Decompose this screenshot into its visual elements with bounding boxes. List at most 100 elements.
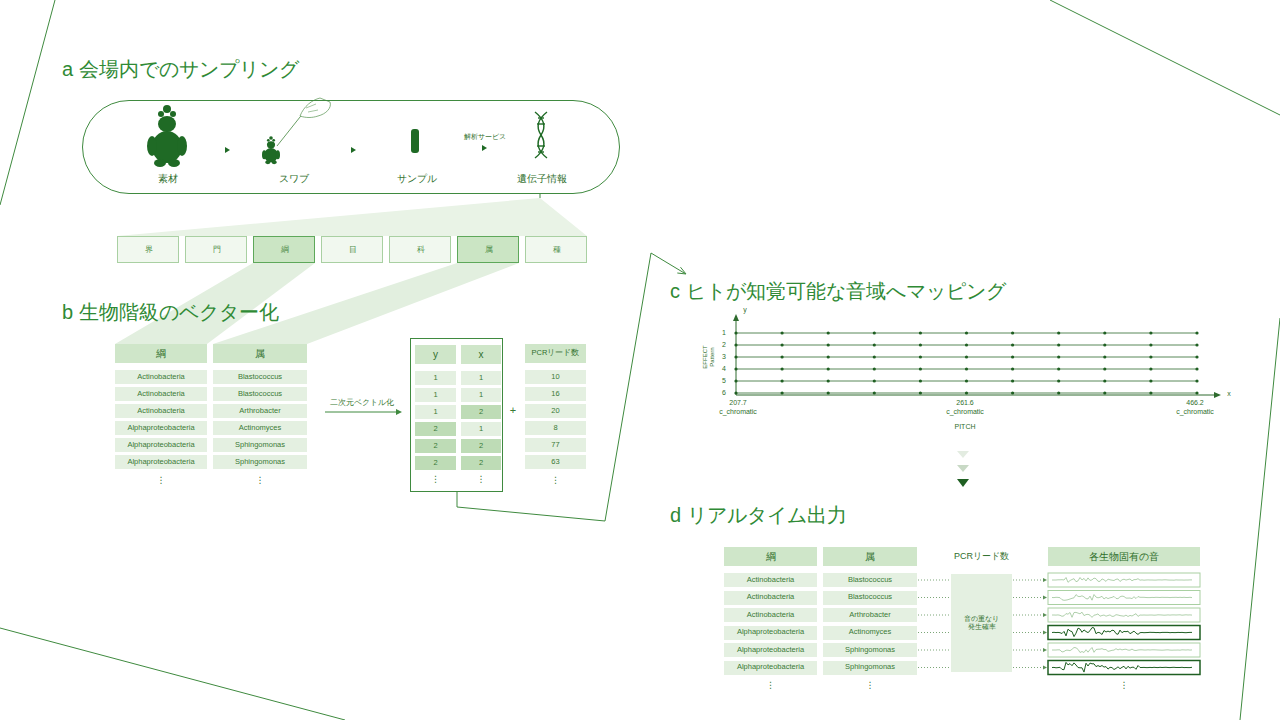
node-text: 1	[433, 374, 437, 382]
link-head	[1043, 631, 1047, 635]
ellipsis-mark: ⋮	[866, 681, 875, 691]
node-text: 素材	[158, 174, 178, 184]
table-cell: Actinomyces	[849, 628, 892, 636]
sampling-panel: 素材スワブサンプル解析サービス遺伝子情報	[82, 100, 620, 194]
table-header-slot: 属	[213, 344, 307, 363]
pitch-dot	[965, 331, 968, 334]
table-header: 綱	[156, 348, 166, 359]
material-icon	[154, 159, 166, 167]
pitch-dot	[1149, 367, 1152, 370]
node-text: 1	[433, 391, 437, 399]
pitch-dot	[1057, 355, 1060, 358]
table-cell: 10	[551, 373, 559, 381]
table-cell-slot: 77	[525, 438, 586, 452]
node-text: 2	[433, 425, 437, 433]
axis-label: 3	[722, 353, 726, 361]
table-cell: 77	[551, 441, 559, 449]
table-cell: 63	[551, 458, 559, 466]
waveform	[1052, 578, 1192, 583]
link-head	[1043, 613, 1047, 617]
axis-label-slot: 261.6	[935, 398, 995, 408]
pitch-dot	[873, 331, 876, 334]
node-text-slot: 遺伝子情報	[512, 172, 572, 186]
table-cell-slot: Blastococcus	[823, 573, 917, 587]
swab-icon	[267, 141, 275, 148]
tube-icon	[411, 129, 419, 153]
sound-box	[1048, 643, 1200, 657]
pitch-dot	[1011, 391, 1014, 394]
pitch-dot	[1195, 379, 1198, 382]
pitch-dot	[1011, 355, 1014, 358]
link-head	[1043, 578, 1047, 582]
section-heading-slot: d リアルタイム出力	[670, 504, 847, 526]
node-text: サンプル	[397, 174, 437, 184]
swab-icon	[262, 98, 330, 164]
waveform	[1052, 612, 1192, 617]
dotted-link	[918, 667, 950, 668]
pitch-dot	[827, 331, 830, 334]
vector-arrow	[325, 409, 402, 415]
sound-box	[1048, 591, 1200, 605]
axis-label: 2	[722, 341, 726, 349]
pitch-dot	[1149, 343, 1152, 346]
dotted-link	[918, 580, 950, 581]
table-cell: Sphingomonas	[845, 646, 895, 654]
node-text: 2	[479, 408, 483, 416]
axis-label-slot: c_chromatic	[935, 407, 995, 417]
table-cell: Actinomyces	[239, 424, 282, 432]
pitch-dot	[1195, 355, 1198, 358]
link-head	[1043, 596, 1047, 600]
ellipsis-mark-slot: ⋮	[115, 474, 207, 488]
pitch-dot	[827, 379, 830, 382]
node-text: 2	[479, 459, 483, 467]
pitch-dot	[1057, 391, 1060, 394]
table-cell-slot: Alphaproteobacteria	[724, 626, 817, 640]
output-art	[918, 573, 1200, 675]
sound-box	[1048, 573, 1200, 587]
node-text: 種	[553, 246, 561, 255]
table-cell-slot: Sphingomonas	[823, 643, 917, 657]
waveform	[1052, 662, 1192, 672]
table-header-slot: 綱	[115, 344, 207, 363]
node-text-slot: ⋮	[461, 473, 501, 487]
node-text: 綱	[281, 246, 289, 255]
node-text-slot: 1	[415, 405, 456, 419]
pitch-dot	[781, 391, 784, 394]
pitch-dot	[734, 379, 737, 382]
node-text: 2	[479, 442, 483, 450]
chart-axis	[736, 395, 1217, 396]
pitch-dot	[734, 331, 737, 334]
dna-icon	[537, 145, 545, 146]
material-icon	[147, 105, 187, 167]
node-text-slot: 門	[186, 237, 248, 264]
pitch-dot	[734, 391, 737, 394]
node-text: 科	[417, 246, 425, 255]
section-heading: a 会場内でのサンプリング	[62, 58, 299, 80]
pitch-dot	[919, 367, 922, 370]
swab-icon	[265, 161, 270, 165]
sound-box	[1048, 626, 1200, 640]
pitch-dot	[1103, 331, 1106, 334]
frame-line	[1240, 318, 1280, 720]
table-cell-slot: Actinobacteria	[115, 387, 207, 401]
node-text-slot: 1	[461, 422, 501, 436]
section-heading-slot: b 生物階級のベクター化	[62, 301, 279, 323]
node-text: 2	[433, 442, 437, 450]
swab-icon	[277, 112, 304, 146]
table-cell-slot: Alphaproteobacteria	[724, 661, 817, 675]
table-header: 属	[255, 348, 265, 359]
table-cell-slot: 8	[525, 421, 586, 435]
ellipsis-mark-slot: ⋮	[525, 474, 586, 488]
table-cell-slot: 10	[525, 370, 586, 384]
dotted-link	[918, 597, 950, 598]
flow-line	[457, 253, 685, 521]
axis-title: EFFECT Pattern	[702, 340, 715, 374]
axis-label: 6	[722, 389, 726, 397]
pitch-dot	[781, 331, 784, 334]
axis-label-slot: 207.7	[708, 398, 768, 408]
dotted-link	[918, 632, 950, 633]
dotted-link	[1013, 650, 1043, 651]
pitch-dot	[781, 343, 784, 346]
material-icon	[163, 105, 171, 113]
